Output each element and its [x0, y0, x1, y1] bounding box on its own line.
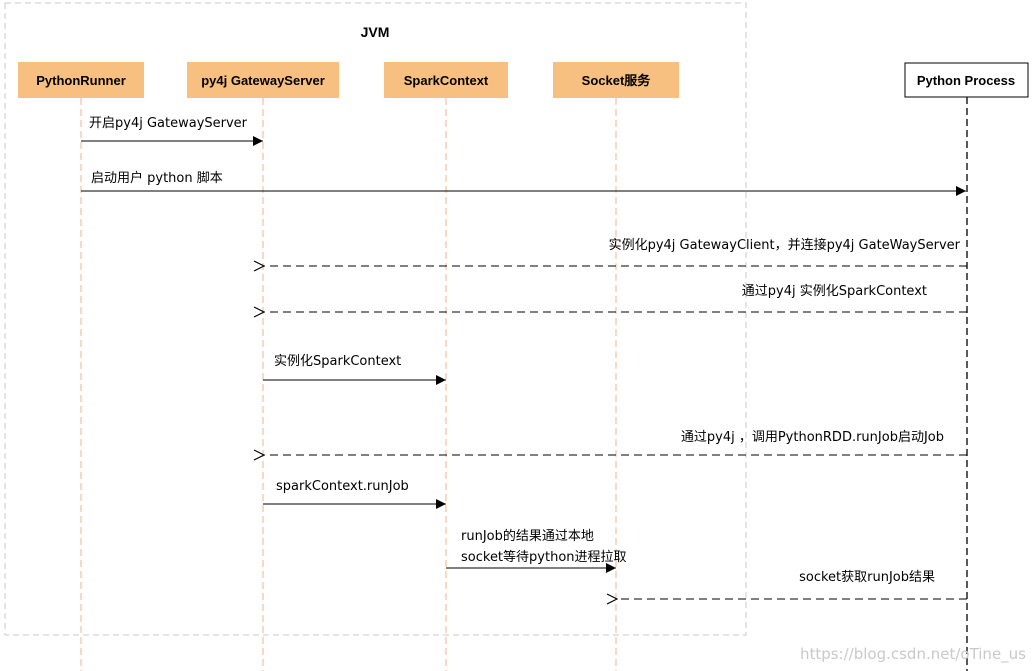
- participant-python-process: Python Process: [904, 62, 1029, 98]
- message-label-socket-fetch-result: socket获取runJob结果: [799, 570, 935, 585]
- jvm-label: JVM: [361, 24, 390, 40]
- watermark-text: https://blog.csdn.net/oTine_us: [800, 645, 1026, 664]
- participant-gateway-server: py4j GatewayServer: [187, 62, 339, 98]
- message-label-sc-runjob: sparkContext.runJob: [276, 479, 409, 494]
- message-label-runjob-result-line1: runJob的结果通过本地: [461, 528, 594, 544]
- participant-label: Socket服务: [582, 73, 652, 88]
- message-label-runjob-result-line2: socket等待python进程拉取: [461, 549, 627, 565]
- participant-python-runner: PythonRunner: [18, 62, 144, 98]
- participant-label: Python Process: [917, 73, 1015, 88]
- jvm-boundary: [4, 2, 747, 636]
- participant-socket-service: Socket服务: [553, 62, 679, 98]
- message-label-call-runjob: 通过py4j ，调用PythonRDD.runJob启动Job: [681, 430, 944, 445]
- message-label-instantiate-sc-via-py4j: 通过py4j 实例化SparkContext: [742, 284, 927, 299]
- participant-label: py4j GatewayServer: [201, 73, 325, 88]
- message-label-start-gateway: 开启py4j GatewayServer: [89, 116, 248, 131]
- participant-label: SparkContext: [404, 73, 489, 88]
- message-label-start-python-script: 启动用户 python 脚本: [91, 170, 223, 186]
- participant-spark-context: SparkContext: [384, 62, 508, 98]
- participant-label: PythonRunner: [36, 73, 126, 88]
- message-label-gateway-client: 实例化py4j GatewayClient，并连接py4j GateWaySer…: [609, 237, 961, 253]
- message-label-instantiate-sc: 实例化SparkContext: [274, 354, 401, 369]
